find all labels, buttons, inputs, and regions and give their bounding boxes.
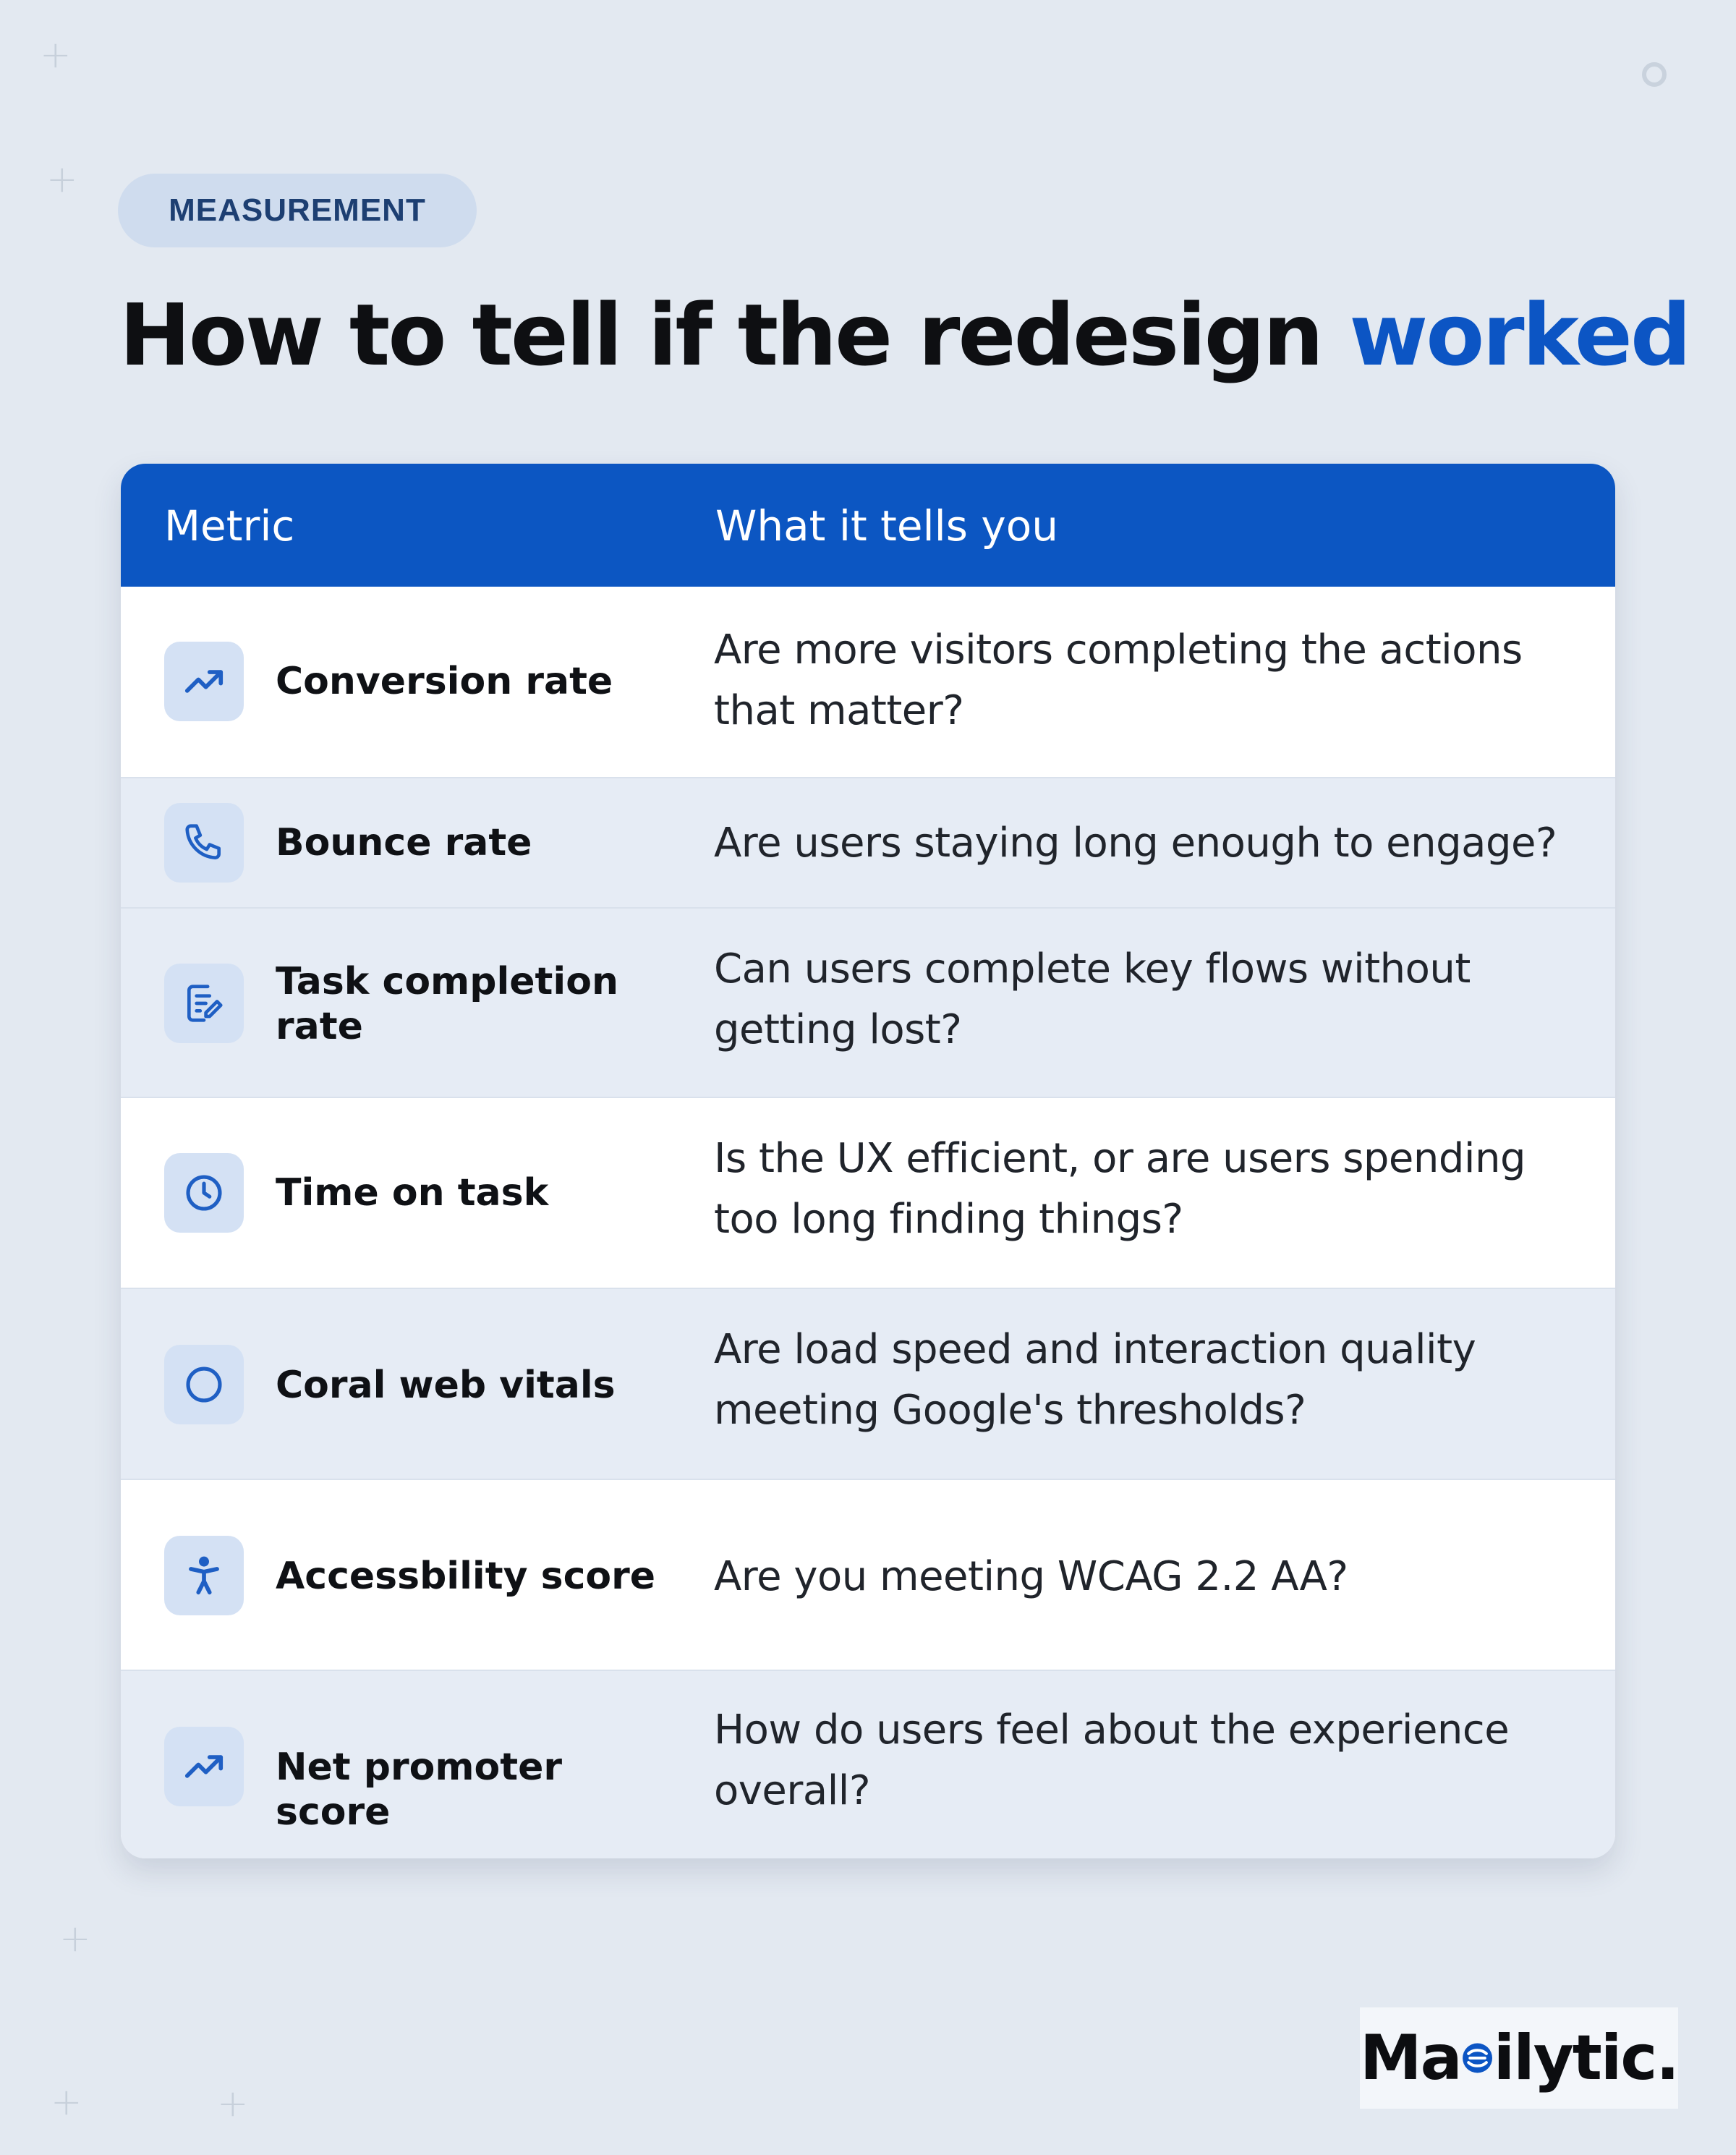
brand-logo: Ma ilytic. — [1360, 2007, 1680, 2109]
edit-document-icon — [164, 964, 244, 1043]
table-row: Conversion rate Are more visitors comple… — [121, 587, 1615, 777]
metric-description: Are more visitors completing the actions… — [714, 626, 1523, 734]
metric-name: Coral web vitals — [276, 1364, 616, 1407]
decor-plus-icon: + — [217, 2082, 249, 2125]
decor-plus-icon: + — [51, 2080, 82, 2124]
accessibility-icon — [164, 1536, 244, 1615]
metric-description: Are you meeting WCAG 2.2 AA? — [714, 1553, 1348, 1600]
decor-plus-icon: + — [59, 1917, 91, 1960]
header-metric: Metric — [164, 501, 295, 551]
table-row: Task completion rate Can users complete … — [121, 907, 1615, 1097]
metric-description: Are load speed and interaction quality m… — [714, 1326, 1476, 1434]
brand-text-after: ilytic. — [1493, 2022, 1680, 2094]
page-title: How to tell if the redesign worked — [119, 281, 1691, 389]
phone-icon — [164, 803, 244, 883]
table-row: Net promoter score How do users feel abo… — [121, 1670, 1615, 1858]
trending-up-icon — [164, 642, 244, 721]
brand-mark-icon — [1462, 2043, 1492, 2073]
table-row: Bounce rate Are users staying long enoug… — [121, 777, 1615, 907]
category-badge: MEASUREMENT — [118, 174, 477, 247]
metric-name: Task completion rate — [276, 960, 618, 1048]
metrics-table: Metric What it tells you Conversion rate… — [121, 464, 1615, 1858]
table-row: Coral web vitals Are load speed and inte… — [121, 1288, 1615, 1479]
table-row: Accessbility score Are you meeting WCAG … — [121, 1479, 1615, 1670]
metric-description: Are users staying long enough to engage? — [714, 820, 1557, 867]
circle-icon — [164, 1345, 244, 1424]
header-description: What it tells you — [715, 501, 1058, 551]
trending-up-icon — [164, 1727, 244, 1806]
table-header: Metric What it tells you — [121, 464, 1615, 587]
decor-plus-icon: + — [40, 33, 72, 77]
metric-description: Can users complete key flows without get… — [714, 945, 1471, 1053]
decor-plus-icon: + — [46, 158, 78, 201]
title-accent: worked — [1349, 285, 1691, 385]
metric-name: Accessbility score — [276, 1555, 656, 1598]
metric-name: Conversion rate — [276, 660, 613, 703]
table-row: Time on task Is the UX efficient, or are… — [121, 1097, 1615, 1288]
decor-ring-icon — [1642, 62, 1667, 87]
brand-text-before: Ma — [1360, 2022, 1463, 2094]
clock-icon — [164, 1153, 244, 1233]
metric-name: Net promoter score — [276, 1746, 563, 1834]
metric-name: Time on task — [276, 1171, 549, 1215]
title-main: How to tell if the redesign — [119, 285, 1350, 385]
metric-description: How do users feel about the experience o… — [714, 1706, 1510, 1814]
metric-name: Bounce rate — [276, 821, 532, 864]
metric-description: Is the UX efficient, or are users spendi… — [714, 1135, 1526, 1243]
